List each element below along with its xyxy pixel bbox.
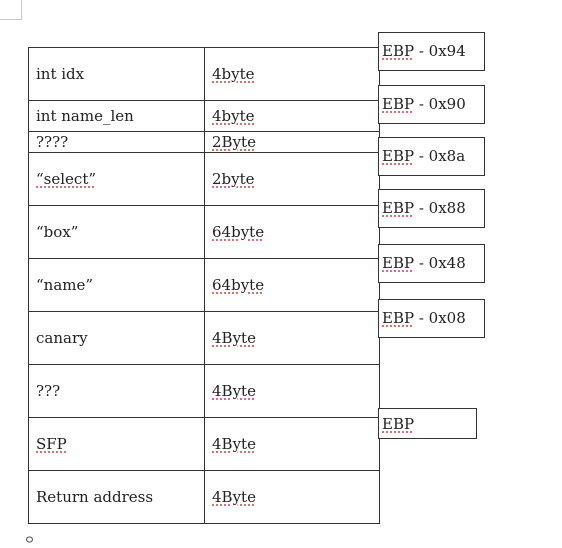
var-name-cell: “box”: [28, 205, 205, 259]
var-size-cell: 4Byte: [204, 364, 380, 418]
var-name-cell: “name”: [28, 258, 205, 312]
var-name-cell: int name_len: [28, 100, 205, 132]
ebp-offset-label: EBP - 0x8a: [378, 137, 485, 176]
var-size-cell: 4Byte: [204, 311, 380, 365]
page-corner-marker: [0, 0, 22, 20]
var-size-cell: 4byte: [204, 100, 380, 132]
ebp-offset-label: EBP - 0x94: [378, 32, 485, 71]
var-size-cell: 2byte: [204, 152, 380, 206]
var-size-cell: 4byte: [204, 47, 380, 101]
var-name-cell: Return address: [28, 470, 205, 524]
var-name-cell: ???: [28, 364, 205, 418]
var-size-cell: 4Byte: [204, 470, 380, 524]
ebp-offset-label: EBP - 0x90: [378, 85, 485, 124]
var-name-cell: SFP: [28, 417, 205, 471]
table-row: int name_len 4byte: [28, 100, 380, 132]
var-name-cell: int idx: [28, 47, 205, 101]
table-row: SFP 4Byte: [28, 417, 380, 471]
stack-layout-table: int idx 4byte int name_len 4byte ???? 2B…: [28, 47, 380, 524]
table-row: “box” 64byte: [28, 205, 380, 259]
var-size-cell: 2Byte: [204, 131, 380, 153]
ebp-offset-label: EBP - 0x48: [378, 244, 485, 283]
var-name-cell: ????: [28, 131, 205, 153]
ebp-offset-label: EBP - 0x88: [378, 189, 485, 228]
table-row: ???? 2Byte: [28, 131, 380, 153]
footer-mark: ㅇ: [24, 533, 36, 547]
var-size-cell: 4Byte: [204, 417, 380, 471]
var-name-cell: “select”: [28, 152, 205, 206]
table-row: canary 4Byte: [28, 311, 380, 365]
table-row: “name” 64byte: [28, 258, 380, 312]
var-name-cell: canary: [28, 311, 205, 365]
var-size-cell: 64byte: [204, 258, 380, 312]
table-row: “select” 2byte: [28, 152, 380, 206]
ebp-base-label: EBP: [378, 408, 477, 439]
ebp-offset-label: EBP - 0x08: [378, 299, 485, 338]
table-row: Return address 4Byte: [28, 470, 380, 524]
var-size-cell: 64byte: [204, 205, 380, 259]
table-row: int idx 4byte: [28, 47, 380, 101]
table-row: ??? 4Byte: [28, 364, 380, 418]
